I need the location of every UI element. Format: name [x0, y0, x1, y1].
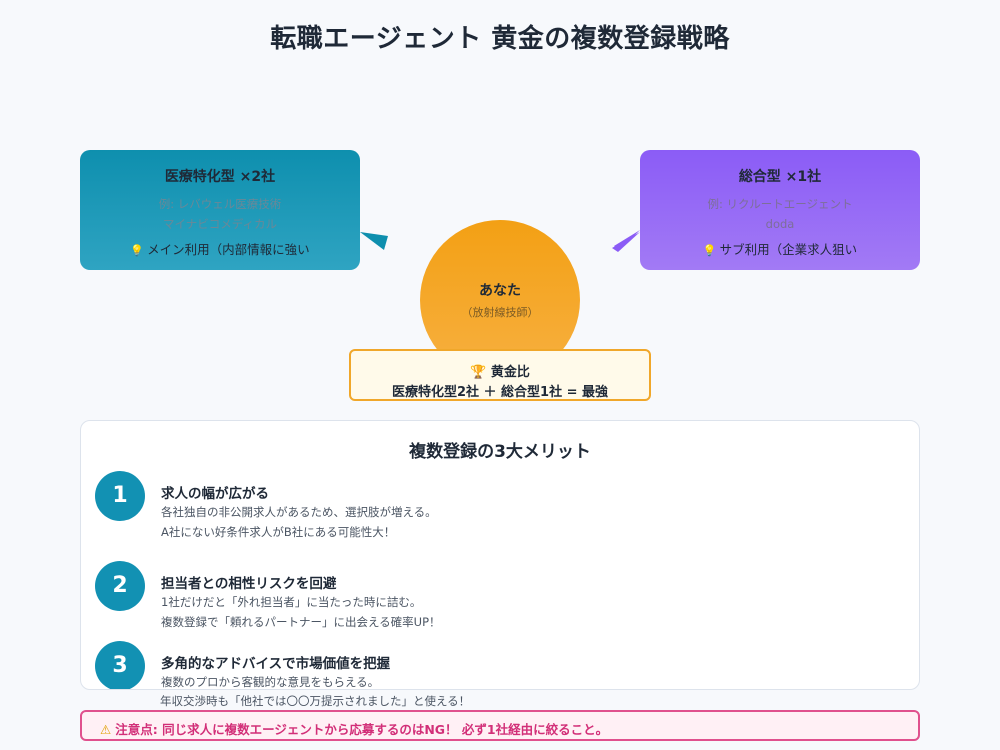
card-example: 例: レバウェル医療技術 — [158, 197, 282, 211]
card-usage: 💡メイン利用（内部情報に強い — [96, 239, 344, 258]
bulb-icon: 💡 — [702, 244, 717, 257]
card-title: 医療特化型 ×2社 — [164, 169, 276, 185]
general-agent-card: 総合型 ×1社 例: リクルートエージェント doda 💡サブ利用（企業求人狙い — [640, 150, 920, 270]
merits-heading: 複数登録の3大メリット — [409, 442, 591, 462]
warning-icon: ⚠ — [100, 722, 112, 737]
trophy-icon: 🏆 — [470, 365, 487, 380]
warning-text: 注意点: 同じ求人に複数エージェントから応募するのはNG！ 必ず1社経由に絞るこ… — [115, 722, 609, 737]
merit-number-badge: 3 — [95, 641, 145, 689]
merit-line: 複数登録で「頼れるパートナー」に出会える確率UP！ — [161, 615, 441, 629]
merit-line: 複数のプロから客観的な意見をもらえる。 — [161, 675, 380, 689]
merit-line: A社にない好条件求人がB社にある可能性大！ — [161, 525, 396, 539]
merit-line: 各社独自の非公開求人があるため、選択肢が増える。 — [161, 505, 437, 519]
card-title: 総合型 ×1社 — [738, 169, 822, 185]
merit-title: 担当者との相性リスクを回避 — [161, 576, 337, 592]
card-usage: 💡サブ利用（企業求人狙い — [656, 239, 904, 258]
you-role: （放射線技師） — [461, 306, 539, 319]
merit-number-badge: 2 — [95, 561, 145, 611]
card-example: マイナビコメディカル — [163, 217, 277, 231]
medical-agent-card: 医療特化型 ×2社 例: レバウェル医療技術 マイナビコメディカル 💡メイン利用… — [80, 150, 360, 270]
warning-banner: ⚠注意点: 同じ求人に複数エージェントから応募するのはNG！ 必ず1社経由に絞る… — [80, 710, 920, 741]
merit-title: 求人の幅が広がる — [161, 486, 269, 502]
golden-ratio-box: 🏆 黄金比 医療特化型2社 ＋ 総合型1社 = 最強 — [349, 349, 651, 401]
you-label: あなた — [479, 283, 521, 299]
merit-line: 年収交渉時も「他社では〇〇万提示されました」と使える！ — [160, 694, 471, 708]
merits-panel: 複数登録の3大メリット 1 求人の幅が広がる 各社独自の非公開求人があるため、選… — [80, 420, 920, 690]
card-example: doda — [765, 217, 795, 231]
golden-ratio-formula: 医療特化型2社 ＋ 総合型1社 = 最強 — [391, 385, 609, 400]
arrow-right-icon — [612, 230, 640, 252]
merit-title: 多角的なアドバイスで市場価値を把握 — [161, 656, 391, 672]
merit-line: 1社だけだと「外れ担当者」に当たった時に詰む。 — [161, 595, 422, 609]
card-usage-text: サブ利用（企業求人狙い — [719, 242, 858, 257]
golden-ratio-title: 🏆 黄金比 — [351, 361, 649, 380]
card-example: 例: リクルートエージェント — [707, 197, 853, 211]
merit-number-badge: 1 — [95, 471, 145, 521]
bulb-icon: 💡 — [130, 244, 145, 257]
page-title: 転職エージェント 黄金の複数登録戦略 — [270, 24, 730, 54]
golden-ratio-title-text: 黄金比 — [490, 365, 530, 380]
arrow-left-icon — [360, 232, 388, 250]
card-usage-text: メイン利用（内部情報に強い — [147, 242, 310, 257]
